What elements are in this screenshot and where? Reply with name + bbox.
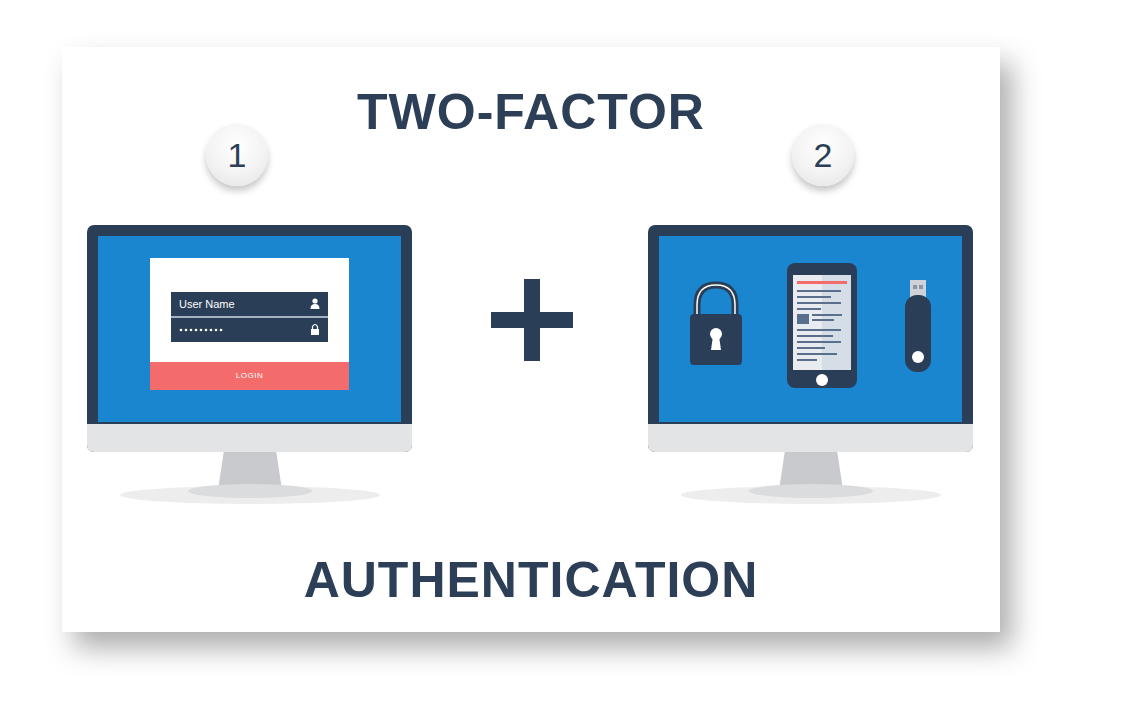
monitor-right: [648, 225, 973, 504]
node-text: LOGIN: [236, 372, 263, 380]
step-number-circle: 2: [792, 124, 854, 186]
login-button: LOGIN: [150, 362, 349, 390]
monitor-left: [87, 225, 412, 504]
diagram-title: TWO-FACTOR: [62, 82, 1000, 142]
plus-sign: [491, 279, 573, 361]
step-number-circle: 1: [206, 124, 268, 186]
node-text: 2: [814, 138, 833, 172]
username-field: User Name: [171, 292, 328, 316]
card: [62, 47, 1000, 632]
diagram-caption: AUTHENTICATION: [62, 550, 1000, 610]
node-text: User Name: [179, 299, 235, 310]
node-text: 1: [228, 138, 247, 172]
